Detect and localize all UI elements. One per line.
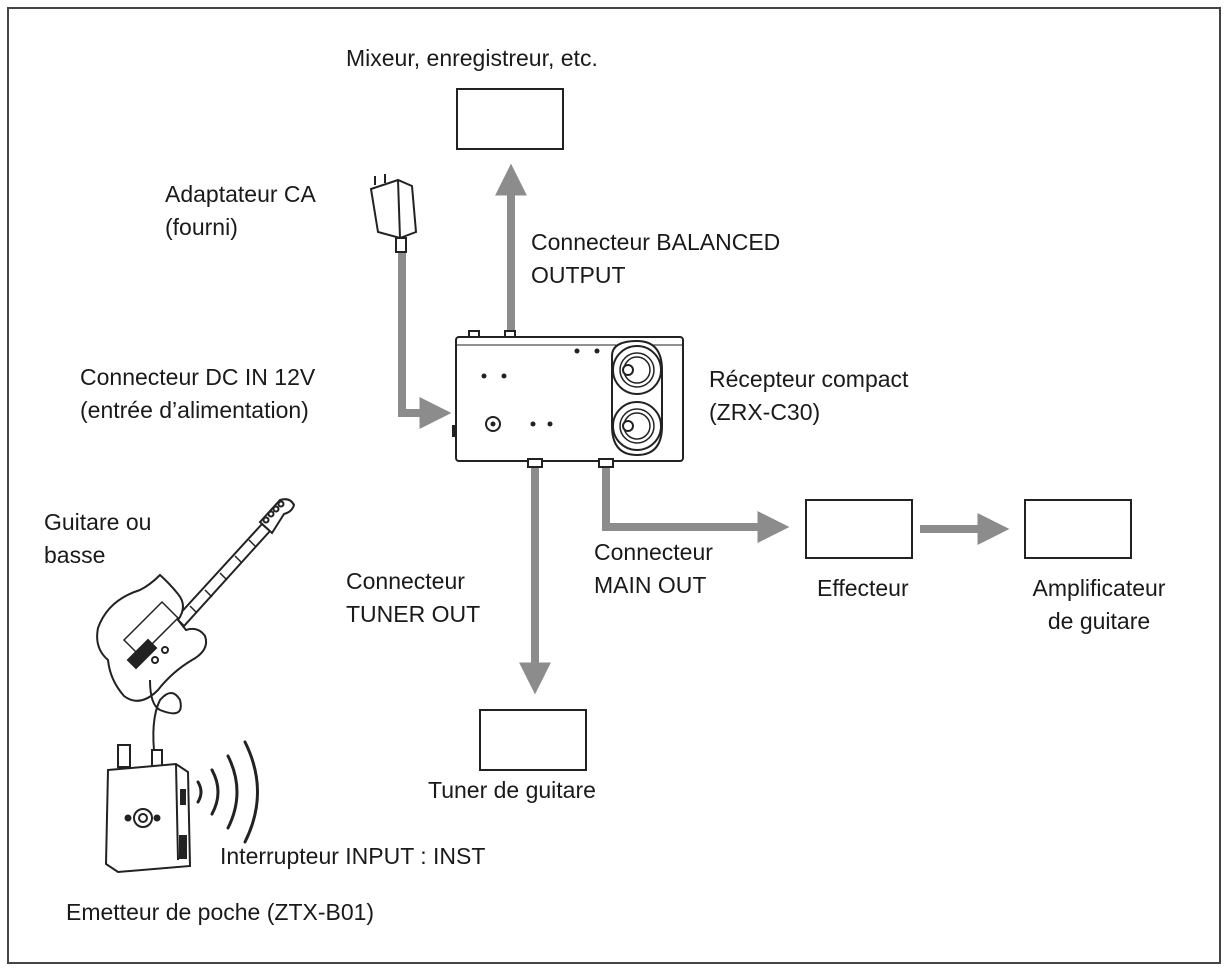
amplifier-label: Amplificateur de guitare [1032, 575, 1166, 634]
tuner-out-label: Connecteur TUNER OUT [346, 568, 481, 627]
diagram-frame [7, 7, 1221, 964]
dc-in-arrow [398, 252, 452, 429]
main-out-label: Connecteur MAIN OUT [594, 539, 713, 598]
guitar-label: Guitare ou basse [44, 509, 152, 568]
transmitter-label: Emetteur de poche (ZTX-B01) [66, 899, 375, 925]
transmitter-device [104, 744, 192, 874]
receiver-device [452, 330, 684, 468]
mixer-box [456, 88, 564, 150]
dc-in-label: Connecteur DC IN 12V (entrée d’alimentat… [80, 364, 316, 423]
wireless-waves-icon [196, 740, 259, 844]
input-switch-label: Interrupteur INPUT : INST [220, 843, 486, 869]
mixer-label: Mixeur, enregistreur, etc. [346, 45, 598, 71]
ac-adapter-icon [369, 174, 418, 253]
amplifier-box [1024, 499, 1132, 559]
effecteur-box [805, 499, 913, 559]
guitar-icon [96, 498, 296, 761]
effecteur-label: Effecteur [817, 575, 909, 601]
main-out-arrow [602, 466, 790, 543]
balanced-output-label: Connecteur BALANCED OUTPUT [531, 229, 781, 288]
receiver-label: Récepteur compact (ZRX-C30) [709, 366, 909, 425]
tuner-box [479, 709, 587, 771]
ac-adapter-label: Adaptateur CA (fourni) [165, 181, 316, 240]
tuner-label: Tuner de guitare [428, 777, 596, 803]
